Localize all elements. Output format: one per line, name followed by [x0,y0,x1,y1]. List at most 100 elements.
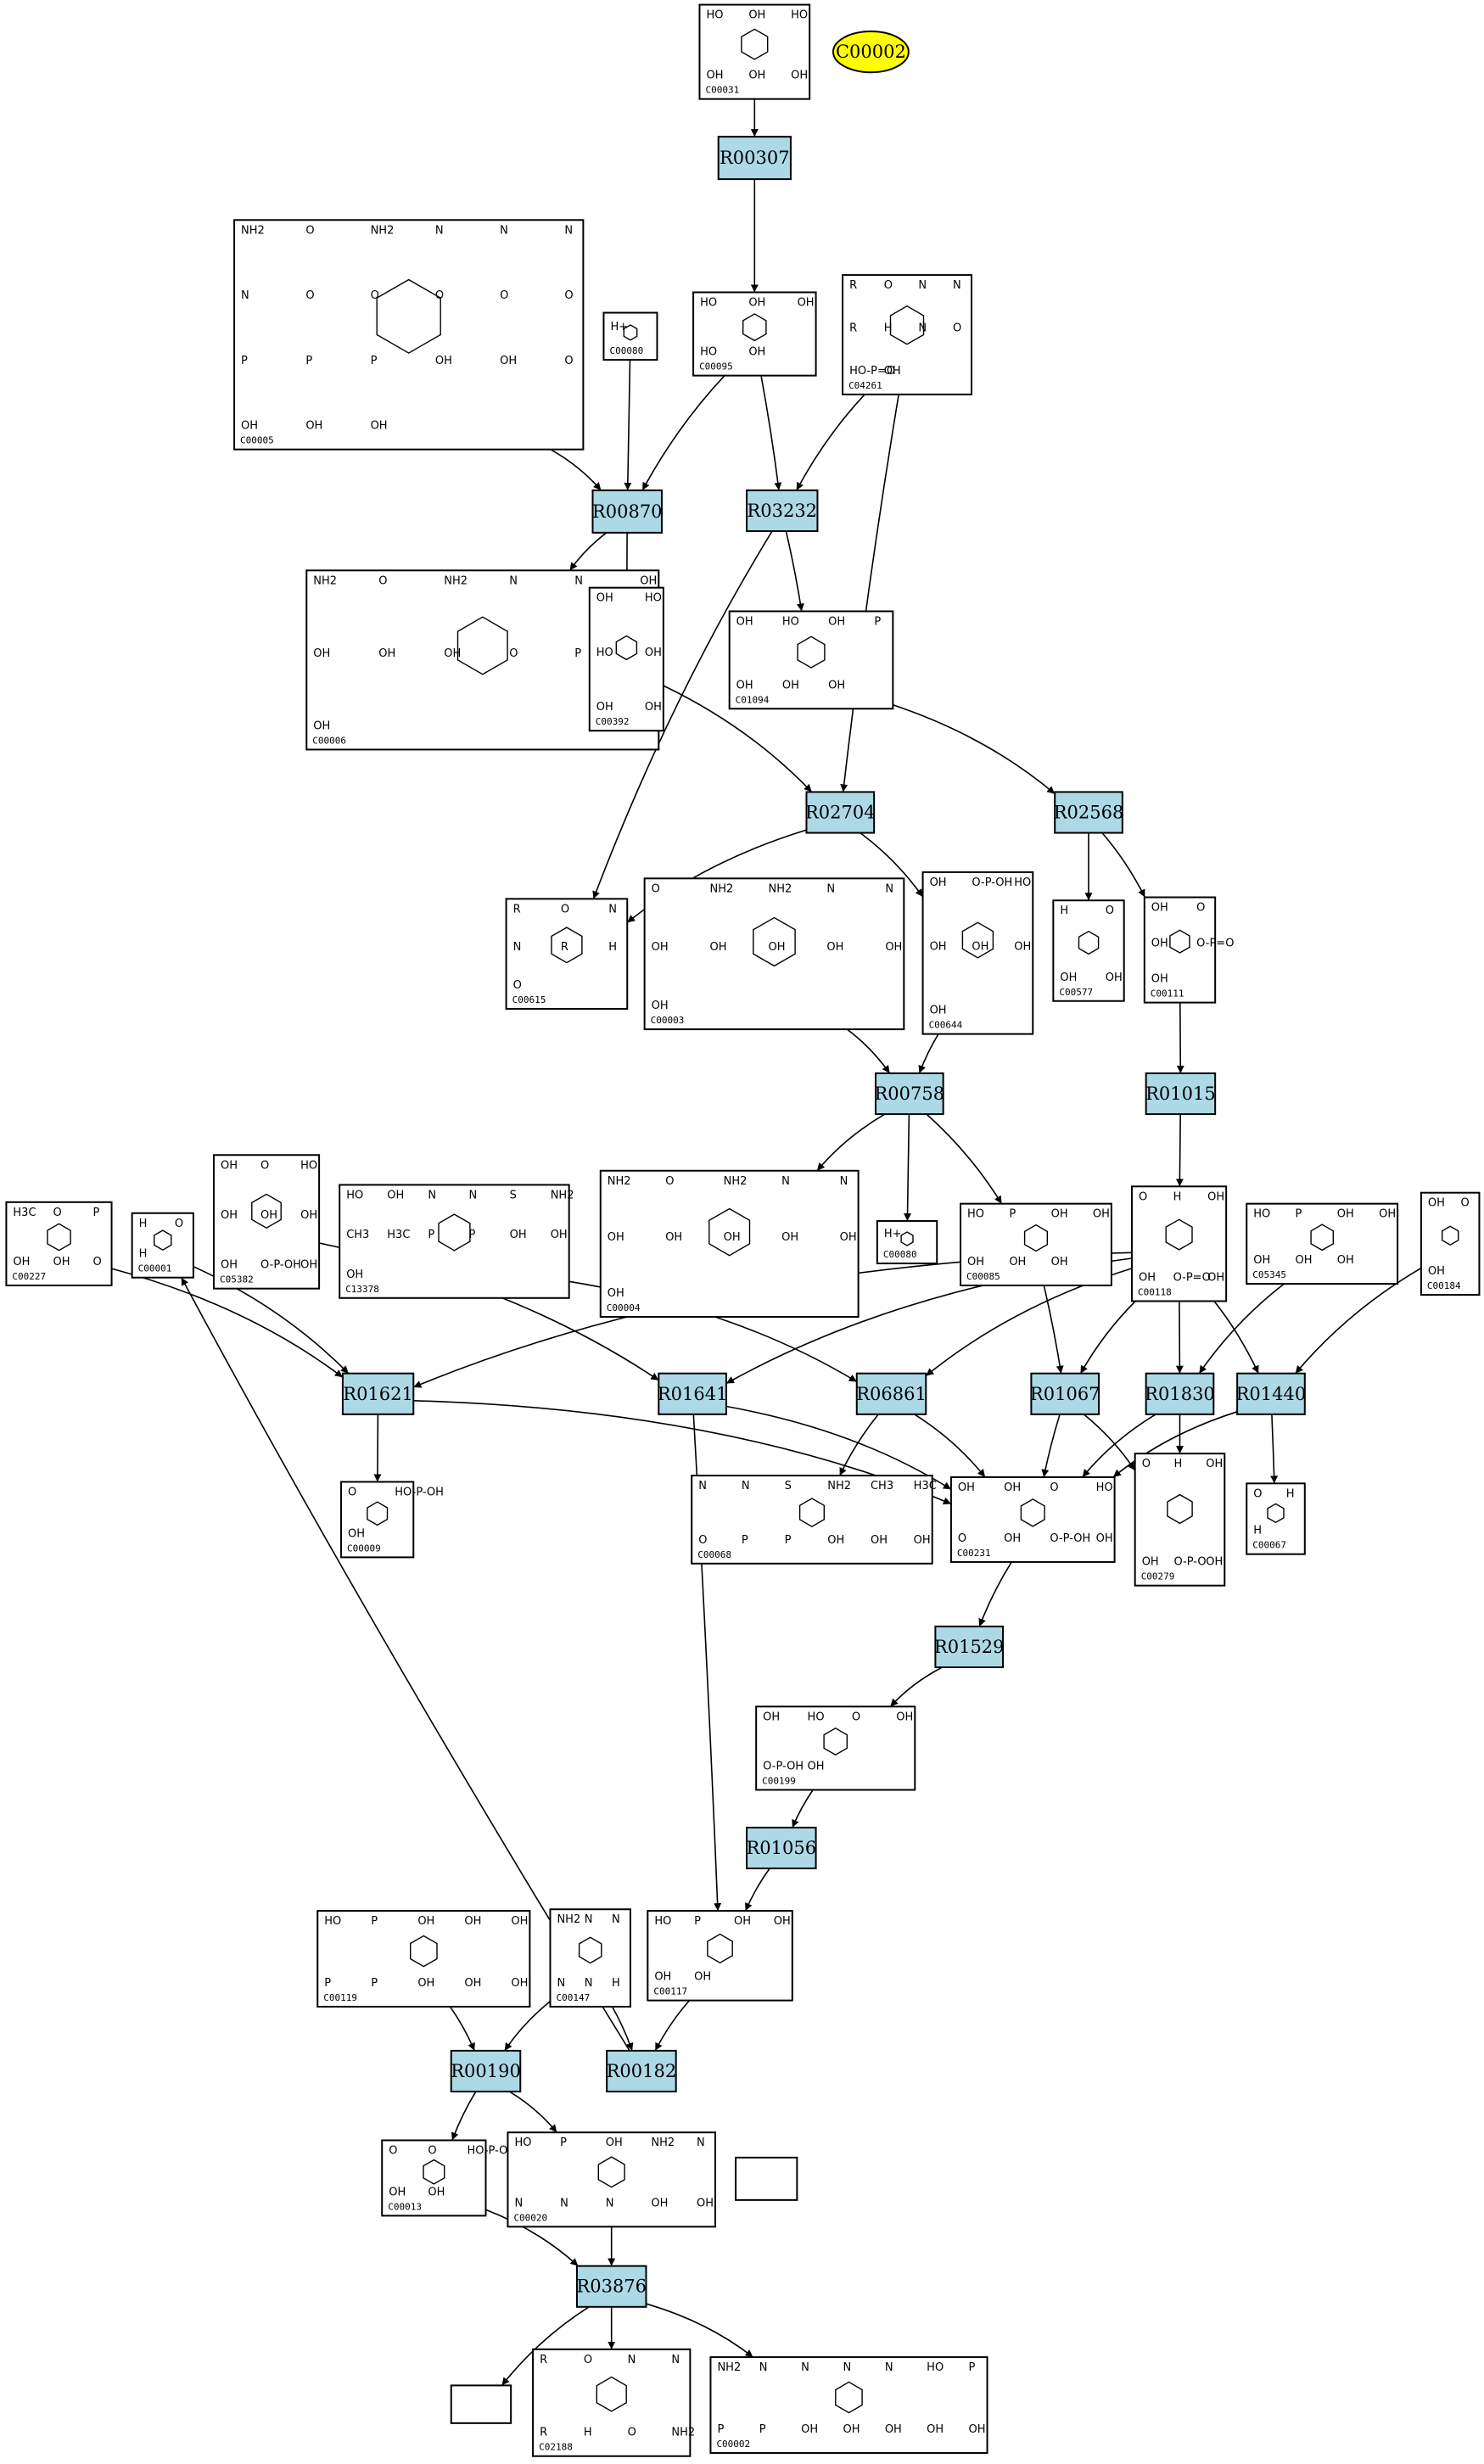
atom-label: N [435,224,444,237]
edge-arrow [1083,1414,1136,1471]
structure-ring [1078,930,1100,955]
atom-label: O-P=O [1196,938,1234,950]
reaction-node[interactable]: R01015 [1145,1072,1217,1116]
atom-label: R [561,941,568,954]
edge-arrow [760,375,782,490]
reaction-node[interactable]: R00307 [717,136,792,181]
reaction-node[interactable]: R00758 [875,1072,945,1116]
reaction-node[interactable]: R02704 [805,791,876,834]
reaction-node[interactable]: R01529 [934,1625,1005,1669]
reaction-node[interactable]: R06861 [855,1372,927,1415]
reaction-id: R01830 [1145,1384,1215,1404]
atom-label: N [428,1189,436,1201]
atom-label: N [742,1480,750,1492]
structure-ring [623,324,638,341]
atom-label: OH [665,1231,682,1244]
atom-label: OH [801,2423,818,2436]
reaction-node[interactable]: R01621 [341,1372,415,1415]
reaction-node[interactable]: R03232 [746,489,819,532]
atom-label: N [574,574,583,587]
atom-label: O [884,279,893,292]
empty-compound-node[interactable] [735,2156,798,2201]
reaction-node[interactable]: R03876 [575,2265,647,2308]
reaction-node[interactable]: R00190 [450,2049,522,2093]
atom-label: HO [596,647,613,659]
atom-label: HO-P=O [849,365,895,378]
atom-label: P [371,1915,378,1928]
reaction-node[interactable]: R00182 [606,2049,677,2093]
reaction-node[interactable]: R01641 [658,1372,728,1415]
reaction-node[interactable]: R01067 [1030,1372,1100,1415]
compound-node[interactable]: H+C00080 [602,311,658,361]
reaction-node[interactable]: R01056 [746,1826,817,1870]
atom-label: O [513,979,522,992]
reaction-node[interactable]: R01440 [1236,1372,1307,1415]
reaction-node[interactable]: R02568 [1054,791,1124,834]
atom-label: O [1050,1481,1058,1494]
atom-label: OH [781,1231,798,1244]
atom-label: O [93,1256,102,1268]
structure-ring [797,636,826,669]
reaction-node[interactable]: R01830 [1145,1372,1215,1415]
highlight-node[interactable]: C00002 [832,31,910,74]
structure-ring [1023,1224,1048,1252]
atom-label: HO [967,1208,984,1221]
atom-label: O [260,1159,269,1172]
atom-label: OH [389,2186,406,2198]
compound-id: C00004 [607,1302,641,1313]
edge-arrow [1198,1283,1285,1375]
atom-label: OH [371,420,388,433]
atom-label: OH [748,70,765,82]
compound-id: C00095 [699,361,733,372]
atom-label: OH [1096,1532,1113,1545]
compound-node[interactable]: H+C00080 [876,1220,938,1265]
atom-label: S [510,1189,517,1201]
edge-arrow [744,1868,770,1912]
atom-label: OH [645,647,662,659]
edge-arrow [889,1666,943,1707]
atom-label: OH [428,2186,445,2198]
atom-label: N [781,1175,790,1188]
edge-arrow [926,1113,1003,1205]
atom-label: OH [13,1256,30,1268]
edge-arrow [485,2209,579,2267]
empty-compound-node[interactable] [450,2384,512,2424]
compound-id: C00147 [556,1992,590,2003]
reaction-node[interactable]: R00870 [591,489,664,534]
atom-label: OH [1337,1254,1354,1267]
edge-arrow [860,832,924,898]
